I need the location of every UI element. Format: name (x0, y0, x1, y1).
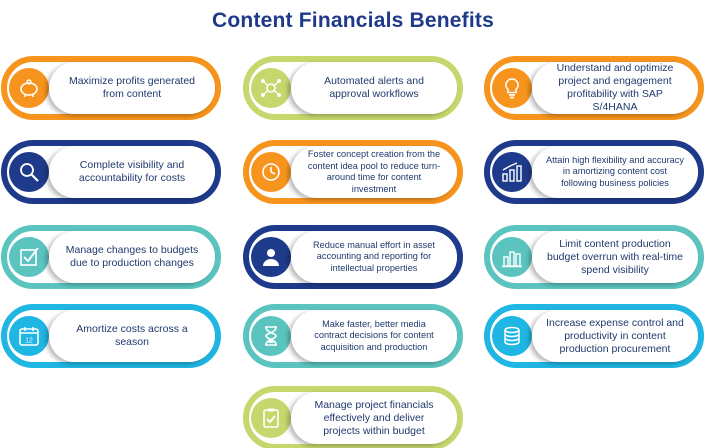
benefit-card: Manage project financials effectively an… (243, 386, 463, 448)
benefit-text: Manage changes to budgets due to product… (65, 244, 199, 269)
clipboard-check-icon (251, 398, 291, 438)
card-label-box: Attain high flexibility and accuracy in … (532, 146, 698, 198)
card-label-box: Increase expense control and productivit… (532, 310, 698, 362)
card-label-box: Foster concept creation from the content… (291, 146, 457, 198)
benefit-text: Limit content production budget overrun … (547, 237, 683, 276)
calendar-icon: 12 (9, 316, 49, 356)
benefit-text: Attain high flexibility and accuracy in … (546, 154, 684, 188)
card-label-box: Manage changes to budgets due to product… (49, 231, 215, 283)
coins-icon (492, 316, 532, 356)
benefit-text: Foster concept creation from the content… (307, 149, 441, 194)
card-label-box: Complete visibility and accountability f… (49, 146, 215, 198)
card-label-box: Automated alerts and approval workflows (291, 62, 457, 114)
benefit-card: Maximize profits generated from content (1, 56, 221, 120)
card-label-box: Make faster, better media contract decis… (291, 310, 457, 362)
benefit-text: Complete visibility and accountability f… (78, 159, 186, 184)
benefit-card: Make faster, better media contract decis… (243, 304, 463, 368)
benefit-text: Reduce manual effort in asset accounting… (313, 239, 435, 273)
card-label-box: Maximize profits generated from content (49, 62, 215, 114)
checkbox-icon (9, 237, 49, 277)
svg-text:12: 12 (25, 338, 33, 345)
hourglass-icon (251, 316, 291, 356)
benefit-card: Foster concept creation from the content… (243, 140, 463, 204)
benefit-text: Automated alerts and approval workflows (324, 75, 424, 100)
piggy-bank-icon (9, 68, 49, 108)
benefit-text: Make faster, better media contract decis… (314, 318, 434, 352)
benefit-card: Limit content production budget overrun … (484, 225, 704, 289)
card-label-box: Amortize costs across a season (49, 310, 215, 362)
benefit-text: Manage project financials effectively an… (314, 398, 434, 437)
benefit-text: Amortize costs across a season (76, 323, 188, 348)
benefit-card: Reduce manual effort in asset accounting… (243, 225, 463, 289)
gear-network-icon (251, 68, 291, 108)
benefit-card: Automated alerts and approval workflows (243, 56, 463, 120)
benefit-card: Complete visibility and accountability f… (1, 140, 221, 204)
benefit-card: Attain high flexibility and accuracy in … (484, 140, 704, 204)
card-label-box: Reduce manual effort in asset accounting… (291, 231, 457, 283)
card-label-box: Understand and optimize project and enga… (532, 62, 698, 114)
benefit-text: Maximize profits generated from content (68, 75, 196, 100)
card-label-box: Manage project financials effectively an… (291, 392, 457, 444)
card-label-box: Limit content production budget overrun … (532, 231, 698, 283)
magnifier-icon (9, 152, 49, 192)
benefit-card: Manage changes to budgets due to product… (1, 225, 221, 289)
person-icon (251, 237, 291, 277)
benefit-card: Understand and optimize project and enga… (484, 56, 704, 120)
bar-chart-icon (492, 237, 532, 277)
lightbulb-icon (492, 68, 532, 108)
page-title: Content Financials Benefits (212, 9, 494, 32)
benefit-card: 12 Amortize costs across a season (1, 304, 221, 368)
benefit-text: Increase expense control and productivit… (546, 316, 684, 355)
growth-chart-icon (492, 152, 532, 192)
benefit-card: Increase expense control and productivit… (484, 304, 704, 368)
benefit-text: Understand and optimize project and enga… (556, 62, 674, 113)
clock-icon (251, 152, 291, 192)
